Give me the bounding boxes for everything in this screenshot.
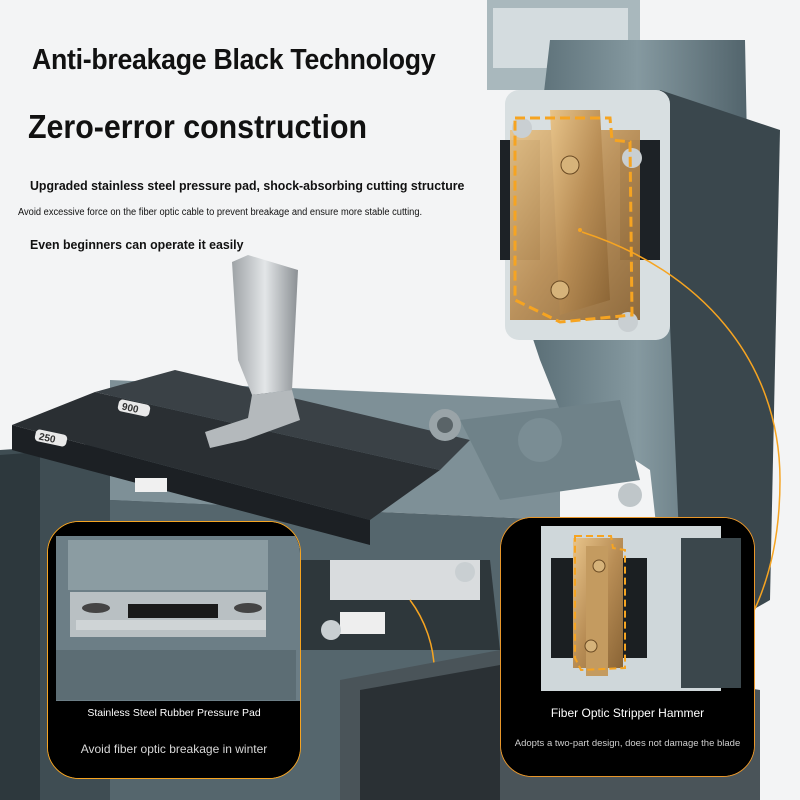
feature-line-2: Avoid excessive force on the fiber optic… [18,207,423,218]
blade-post [487,0,780,640]
lever-arm [205,255,300,448]
feature-line-1: Upgraded stainless steel pressure pad, s… [30,178,465,193]
pressure-pad-title: Stainless Steel Rubber Pressure Pad [87,707,261,719]
center-clamp [300,560,500,746]
callout-pressure-pad: Stainless Steel Rubber Pressure Pad Avoi… [47,521,301,779]
headline: Anti-breakage Black Technology [32,44,436,76]
stripper-hammer-subtitle: Adopts a two-part design, does not damag… [514,738,741,749]
stripper-hammer-closeup [501,518,754,776]
mark-900: 900 [121,402,140,416]
subheadline: Zero-error construction [28,108,368,145]
mark-250: 250 [38,432,57,446]
stripper-hammer-title: Fiber Optic Stripper Hammer [550,706,705,720]
hinge [429,400,642,507]
pressure-pad-closeup [48,522,300,778]
callout-stripper-hammer: Fiber Optic Stripper Hammer Adopts a two… [500,517,755,777]
pressure-pad-subtitle: Avoid fiber optic breakage in winter [80,742,268,756]
feature-line-3: Even beginners can operate it easily [30,237,244,252]
